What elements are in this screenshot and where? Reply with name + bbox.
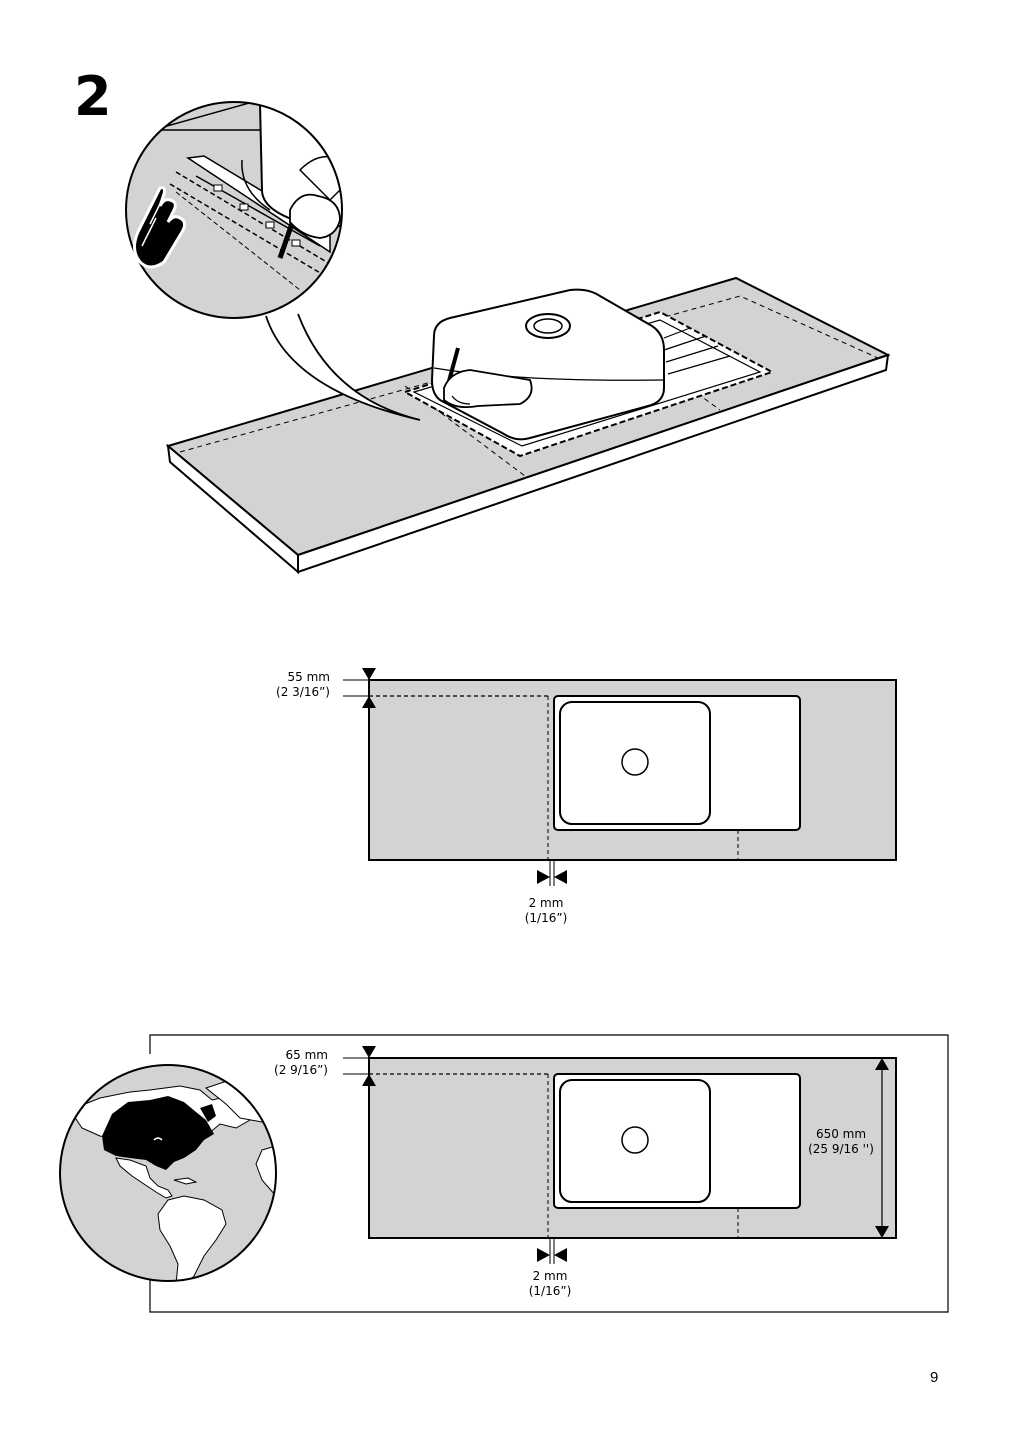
sink-bowl-plan-2 (559, 1079, 711, 1203)
hand-pointing-icon (133, 186, 187, 269)
guide-line-cut (404, 385, 526, 477)
callout-leader (265, 313, 421, 421)
depth-label: 650 mm (25 9/16 '') (800, 1127, 882, 1157)
dimension-arrow-icon (362, 668, 376, 680)
countertop-side-edge (166, 443, 299, 575)
page-number: 9 (930, 1369, 939, 1386)
countertop-plan-1 (368, 679, 897, 861)
gap-in-2: (1/16”) (528, 1284, 572, 1298)
top-offset-mm-2: 65 mm (285, 1048, 328, 1062)
hand-with-pen-icon (443, 347, 533, 409)
depth-in: (25 9/16 '') (808, 1142, 874, 1156)
gap-label-1: 2 mm (1/16”) (516, 896, 576, 926)
globe-north-america-icon (60, 1065, 276, 1281)
drain-plan-1 (621, 748, 649, 776)
gap-mm-2: 2 mm (532, 1269, 568, 1283)
sink-plan-1 (553, 695, 801, 831)
sink-plan-2 (553, 1073, 801, 1209)
top-offset-label-2: 65 mm (2 9/16”) (270, 1048, 328, 1078)
top-offset-label-1: 55 mm (2 3/16”) (272, 670, 330, 700)
step-illustration (125, 101, 891, 575)
top-offset-in-2: (2 9/16”) (274, 1063, 328, 1077)
sink-bowl-plan-1 (559, 701, 711, 825)
top-offset-in-1: (2 3/16”) (276, 685, 330, 699)
top-offset-mm-1: 55 mm (287, 670, 330, 684)
step-number: 2 (74, 65, 112, 128)
gap-label-2: 2 mm (1/16”) (520, 1269, 580, 1299)
gap-in-1: (1/16”) (524, 911, 568, 925)
gap-mm-1: 2 mm (528, 896, 564, 910)
depth-mm: 650 mm (815, 1127, 867, 1141)
drain-plan-2 (621, 1126, 649, 1154)
